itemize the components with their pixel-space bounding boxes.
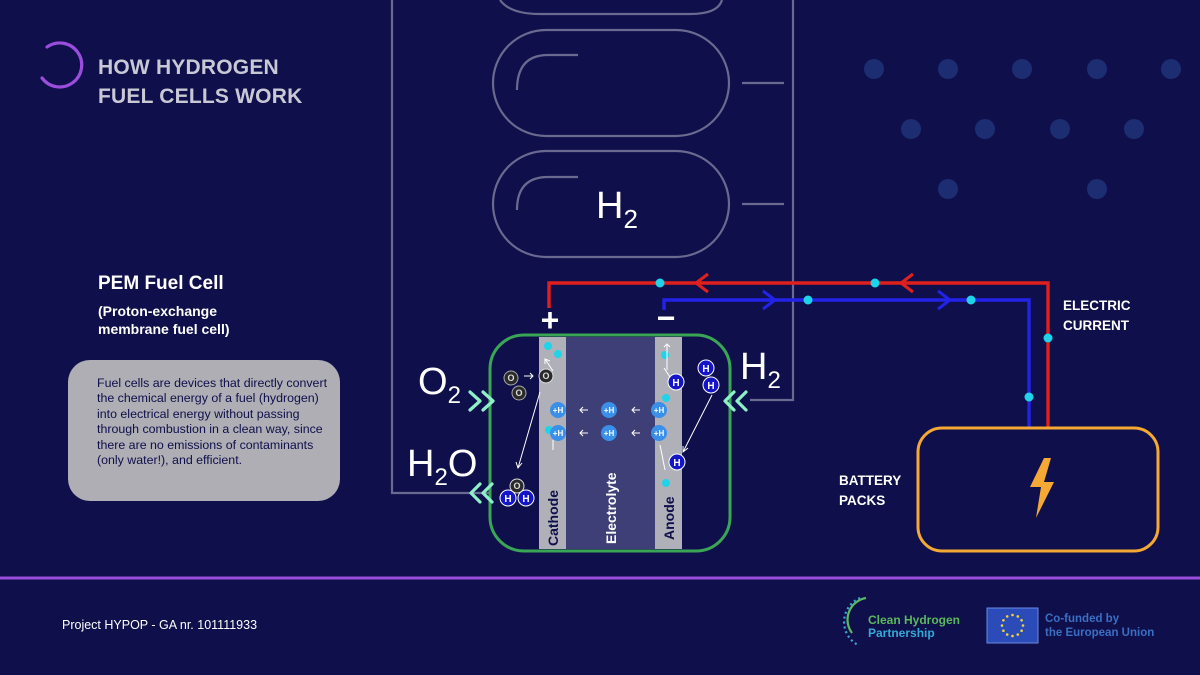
description-card [68,360,340,501]
electric-circuit [547,272,1050,430]
flow-chevrons [468,390,748,504]
svg-text:+H: +H [654,406,665,415]
svg-text:H: H [522,494,529,505]
red-arrow-1 [693,272,709,294]
eu-stars [1000,613,1025,638]
battery-packs-label: BATTERY PACKS [839,473,902,508]
h2-input-label: H2 [740,346,781,394]
page-title: HOW HYDROGEN FUEL CELLS WORK [98,56,303,108]
svg-text:+H: +H [654,429,665,438]
svg-text:O: O [542,371,549,381]
svg-text:+H: +H [553,406,564,415]
svg-text:O: O [515,388,522,398]
negative-terminal: − [657,300,676,336]
project-footer-text: Project HYPOP - GA nr. 101111933 [62,618,258,632]
protons [550,402,667,441]
blue-wire [662,298,1031,430]
o2-label: O2 [418,361,461,409]
tank-h2-label: H2 [596,185,638,234]
blue-arrow-1 [762,289,778,311]
partner-name: Clean Hydrogen Partnership [868,613,961,640]
electrolyte-membrane [566,337,655,549]
battery-pack [916,426,1160,553]
svg-text:H: H [707,381,714,392]
h2o-out-chevron-icon [469,482,494,504]
hydrogen-atom-labels: H H H H H H [504,364,714,505]
proton-labels: +H +H +H +H +H +H [553,406,665,438]
red-wire [547,281,1050,430]
section-subtitle: (Proton-exchange membrane fuel cell) [98,303,230,337]
positive-terminal: + [541,302,560,338]
electrolyte-label: Electrolyte [603,472,619,544]
h2-in-chevron-icon [723,390,748,412]
anode-plate [655,337,682,549]
hydrogen-atoms [499,359,720,507]
svg-text:+H: +H [604,429,615,438]
svg-text:H: H [672,378,679,389]
h2o-label: H2O [407,443,477,491]
electron-dots [655,278,1053,402]
blue-arrow-2 [937,289,953,311]
description-text: Fuel cells are devices that directly con… [97,376,328,468]
svg-text:+H: +H [553,429,564,438]
svg-text:O: O [507,373,514,383]
oxygen-molecules [503,368,554,494]
svg-text:H: H [702,364,709,375]
svg-text:O: O [513,481,520,491]
section-title: PEM Fuel Cell [98,273,224,294]
svg-text:H: H [504,494,511,505]
electric-current-label: ELECTRIC CURRENT [1063,298,1131,333]
hydrogen-tank [390,0,795,495]
cathode-label: Cathode [545,490,561,546]
eu-funding-text: Co-funded by the European Union [1045,613,1155,639]
proton-flow-arrows [515,343,713,471]
anode-label: Anode [661,496,677,540]
logo-ring-icon [40,41,84,89]
svg-text:H: H [673,458,680,469]
oxygen-atom-labels: O O O O [507,371,549,491]
lightning-icon [1030,458,1054,518]
o2-in-chevron-icon [468,390,495,412]
red-arrow-2 [898,272,914,294]
svg-text:+H: +H [604,406,615,415]
clean-hydrogen-logo-icon [842,596,867,646]
eu-flag-icon [986,607,1039,644]
decorative-dots [864,59,1181,199]
